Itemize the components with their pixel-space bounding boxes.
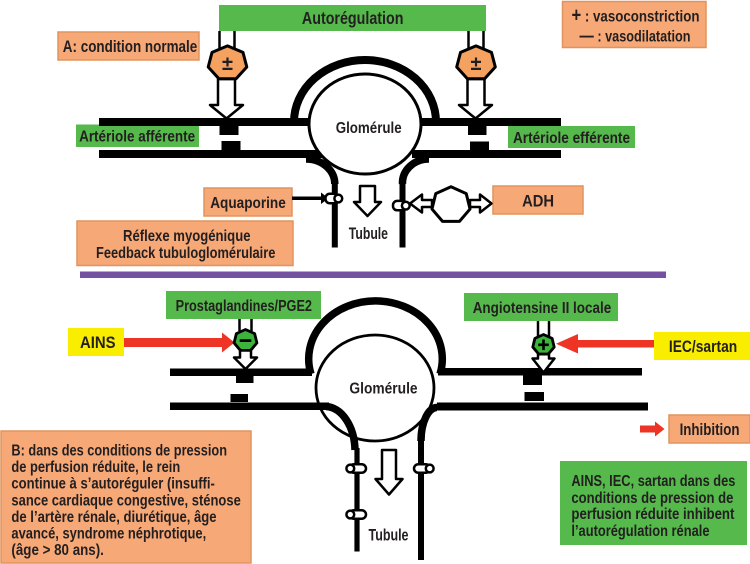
svg-text:±: ± <box>222 53 233 75</box>
svg-text:ADH: ADH <box>522 193 554 211</box>
svg-text:AINS: AINS <box>80 334 116 352</box>
svg-text:Artériole afférente: Artériole afférente <box>79 128 195 145</box>
svg-text:— : vasodilatation: — : vasodilatation <box>580 26 691 46</box>
svg-text:Prostaglandines/PGE2: Prostaglandines/PGE2 <box>176 298 312 315</box>
svg-text:Angiotensine II locale: Angiotensine II locale <box>473 300 612 317</box>
svg-text:Tubule: Tubule <box>369 527 409 545</box>
svg-text:AINS, IEC, sartan dans des: AINS, IEC, sartan dans des <box>571 473 735 490</box>
svg-text:Aquaporine: Aquaporine <box>210 195 286 212</box>
svg-text:B: dans des conditions de pres: B: dans des conditions de pression <box>11 442 227 459</box>
svg-text:±: ± <box>471 53 482 75</box>
svg-text:Tubule: Tubule <box>349 225 388 243</box>
svg-text:IEC/sartan: IEC/sartan <box>669 338 737 356</box>
svg-text:Autorégulation: Autorégulation <box>302 8 404 28</box>
svg-text:Réflexe myogénique: Réflexe myogénique <box>123 228 251 245</box>
svg-text:avancé, syndrome néphrotique,: avancé, syndrome néphrotique, <box>11 526 206 543</box>
svg-text:Glomérule: Glomérule <box>336 120 402 137</box>
svg-text:Glomérule: Glomérule <box>349 381 418 398</box>
svg-text:Inhibition: Inhibition <box>680 421 740 439</box>
svg-text:Feedback tubuloglomérulaire: Feedback tubuloglomérulaire <box>96 245 275 262</box>
svg-text:+ : vasoconstriction: + : vasoconstriction <box>572 5 700 27</box>
svg-text:de l’artère rénale, diurétique: de l’artère rénale, diurétique, âge <box>11 509 216 526</box>
svg-text:l’autorégulation rénale: l’autorégulation rénale <box>571 523 709 540</box>
svg-text:sance cardiaque congestive, st: sance cardiaque congestive, sténose <box>11 492 240 509</box>
svg-text:Artériole efférente: Artériole efférente <box>513 130 630 147</box>
svg-text:continue à s’autoréguler (insu: continue à s’autoréguler (insuffi- <box>11 476 215 493</box>
svg-text:perfusion réduite inhibent: perfusion réduite inhibent <box>571 506 735 523</box>
svg-text:(âge > 80 ans).: (âge > 80 ans). <box>11 542 104 559</box>
svg-text:de perfusion réduite, le rein: de perfusion réduite, le rein <box>11 459 180 476</box>
svg-text:conditions de pression de: conditions de pression de <box>571 490 733 507</box>
svg-text:A: condition normale: A: condition normale <box>63 38 197 56</box>
